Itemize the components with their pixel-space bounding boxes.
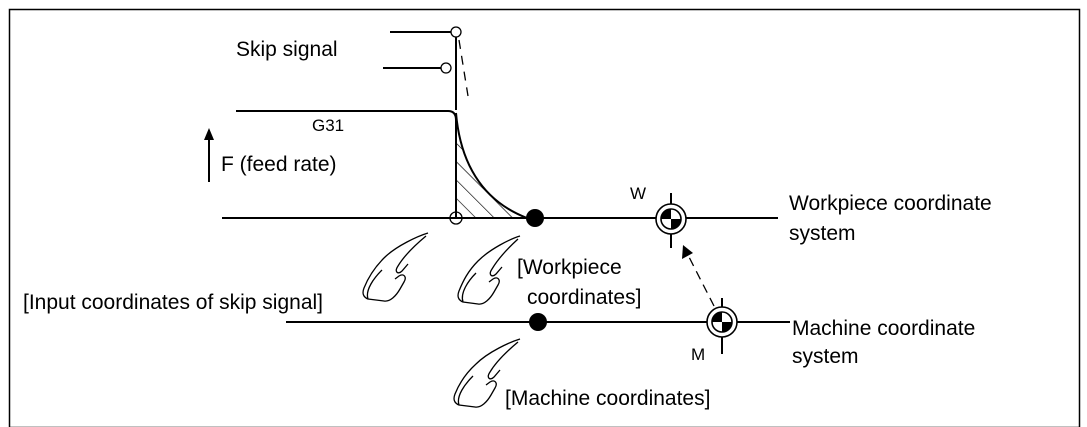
skip-input-point: [449, 211, 463, 225]
w-label: W: [630, 184, 646, 203]
machine-system-label-line2: system: [792, 345, 859, 368]
workpiece-coordinates-label-line2: coordinates]: [527, 286, 641, 309]
machine-system-label-line1: Machine coordinate: [792, 317, 975, 340]
origin-shift-arrow: [682, 245, 715, 307]
g31-label: G31: [312, 116, 344, 135]
pointing-hand-icon: [457, 235, 521, 305]
skip-signal-label: Skip signal: [236, 38, 338, 61]
workpiece-coordinates-point: [526, 209, 544, 227]
machine-coordinates-point: [529, 313, 547, 331]
machine-coordinates-label: [Machine coordinates]: [505, 387, 710, 410]
feed-rate-label: F (feed rate): [221, 153, 337, 176]
pointing-hand-icon: [362, 232, 429, 302]
diagram-frame: [8, 8, 1081, 427]
input-coordinates-label: [Input coordinates of skip signal]: [23, 291, 323, 314]
workpiece-system-label-line1: Workpiece coordinate: [789, 192, 992, 215]
m-label: M: [691, 345, 705, 364]
pointing-hand-icon: [453, 338, 521, 408]
workpiece-origin-symbol: [655, 193, 687, 248]
machine-origin-symbol: [706, 298, 738, 354]
workpiece-coordinates-label-line1: [Workpiece: [517, 256, 622, 279]
skip-signal-waveform: [383, 26, 469, 110]
feed-rate-curve: [236, 110, 528, 219]
feed-rate-arrow: [204, 128, 214, 182]
workpiece-system-label-line2: system: [789, 222, 856, 245]
